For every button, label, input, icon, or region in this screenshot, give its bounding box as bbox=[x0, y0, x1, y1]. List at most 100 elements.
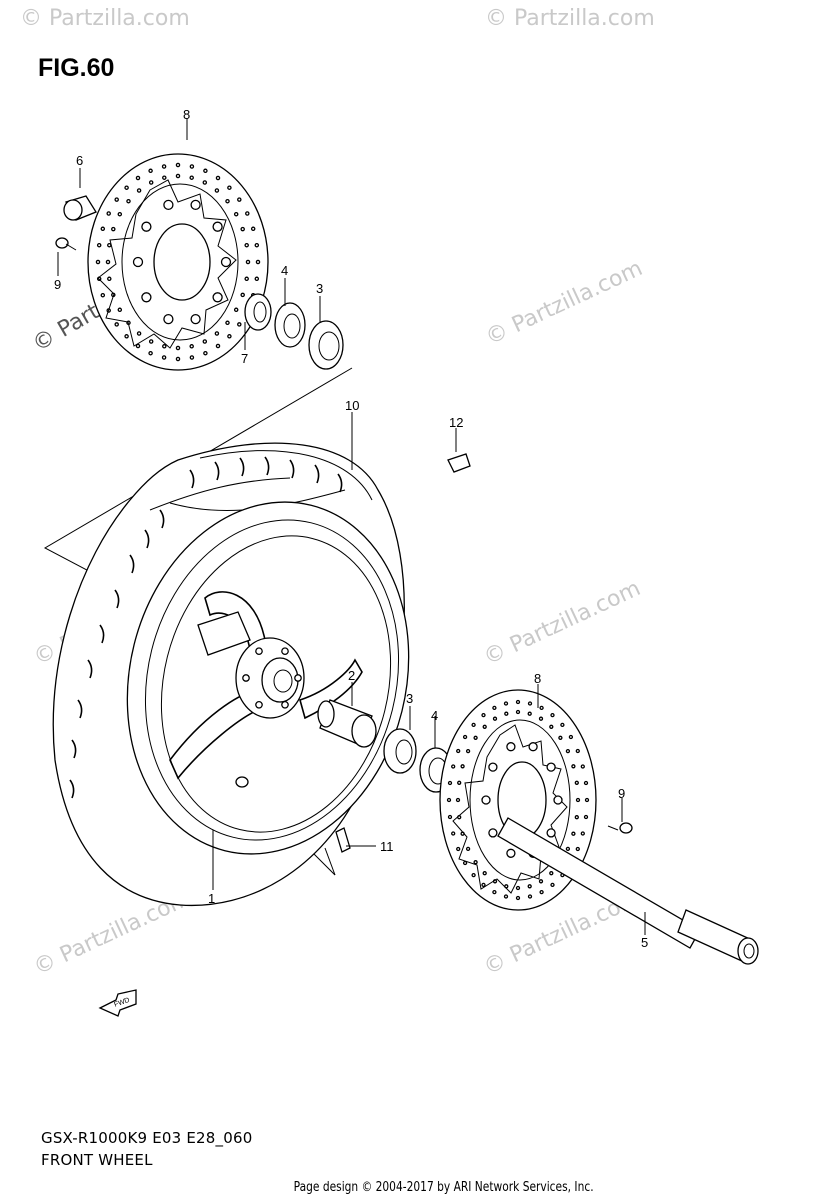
drill-hole bbox=[175, 356, 181, 362]
tire-tread-groove bbox=[71, 739, 77, 759]
brake-disc-upper bbox=[87, 153, 269, 371]
drill-hole bbox=[527, 884, 532, 889]
rotor-bolt bbox=[190, 199, 201, 211]
drill-hole bbox=[473, 735, 478, 740]
tire-tread-groove bbox=[289, 459, 295, 479]
drill-hole bbox=[447, 814, 453, 820]
drill-hole bbox=[215, 175, 221, 181]
drill-hole bbox=[538, 879, 544, 884]
drill-hole bbox=[189, 355, 195, 360]
drill-hole bbox=[162, 175, 167, 180]
drill-hole bbox=[571, 764, 576, 769]
drill-hole bbox=[539, 889, 544, 895]
drill-hole bbox=[240, 292, 245, 298]
drill-hole bbox=[117, 307, 123, 313]
drill-hole bbox=[100, 292, 106, 298]
drill-hole bbox=[227, 185, 232, 190]
hub-bolt bbox=[255, 647, 263, 656]
drill-hole bbox=[135, 343, 141, 349]
drill-hole bbox=[214, 331, 220, 336]
drill-hole bbox=[574, 815, 579, 820]
tire-tread-groove bbox=[77, 699, 83, 719]
drill-hole bbox=[550, 882, 555, 888]
drill-hole bbox=[538, 716, 544, 721]
drill-hole bbox=[575, 748, 580, 754]
front-axle bbox=[497, 817, 759, 965]
drill-hole bbox=[473, 860, 478, 865]
drill-hole bbox=[148, 168, 153, 174]
drill-hole bbox=[455, 797, 461, 803]
drill-hole bbox=[148, 180, 154, 185]
drill-hole bbox=[233, 211, 239, 217]
hub-bolt bbox=[281, 700, 289, 709]
tire-tread-groove bbox=[144, 529, 150, 549]
drill-hole bbox=[136, 188, 142, 193]
drill-hole bbox=[471, 872, 476, 878]
drill-hole bbox=[136, 331, 142, 336]
drill-hole bbox=[105, 259, 111, 265]
rotor-bolt bbox=[141, 292, 152, 303]
bearing-lower bbox=[383, 728, 453, 793]
drill-hole bbox=[202, 180, 208, 185]
drill-hole bbox=[515, 709, 521, 715]
callout-10: 10 bbox=[345, 398, 359, 413]
drill-hole bbox=[225, 320, 230, 326]
drill-hole bbox=[124, 334, 129, 339]
drill-hole bbox=[148, 350, 153, 356]
drill-hole bbox=[126, 198, 131, 204]
drill-hole bbox=[148, 339, 154, 344]
drill-hole bbox=[471, 722, 476, 728]
drill-hole bbox=[215, 343, 221, 349]
tire-tread-groove bbox=[69, 779, 75, 799]
drill-hole bbox=[162, 344, 167, 349]
drill-hole bbox=[255, 259, 261, 265]
drill-hole bbox=[175, 162, 181, 168]
drill-hole bbox=[575, 797, 581, 803]
drill-hole bbox=[237, 322, 242, 327]
drill-hole bbox=[237, 197, 242, 202]
drill-hole bbox=[527, 894, 533, 899]
drill-hole bbox=[446, 797, 452, 803]
callout-3-lower: 3 bbox=[406, 691, 413, 706]
hub-bolt bbox=[294, 674, 302, 682]
rotor-bolt bbox=[163, 199, 174, 211]
drill-hole bbox=[447, 780, 453, 786]
drill-hole bbox=[481, 882, 486, 888]
drill-hole bbox=[456, 846, 461, 852]
drill-hole bbox=[245, 259, 251, 265]
drill-hole bbox=[244, 276, 249, 282]
drill-hole bbox=[100, 226, 106, 232]
callout-leaders bbox=[57, 118, 646, 935]
tire-tread-groove bbox=[314, 464, 320, 484]
drill-hole bbox=[107, 276, 112, 282]
drill-hole bbox=[492, 705, 497, 711]
drill-hole bbox=[451, 764, 456, 769]
hub-bolt bbox=[281, 647, 289, 656]
drill-hole bbox=[111, 226, 116, 232]
rotor-bolt bbox=[141, 221, 152, 232]
drill-hole bbox=[457, 780, 462, 785]
drill-hole bbox=[482, 871, 487, 876]
drill-hole bbox=[571, 831, 576, 836]
figure-title: FIG.60 bbox=[38, 54, 115, 82]
drill-hole bbox=[233, 307, 239, 313]
drill-hole bbox=[114, 197, 119, 202]
watermark: © Partzilla.com bbox=[485, 6, 655, 31]
forward-direction-arrow: FWD bbox=[98, 989, 137, 1017]
callout-9-lower: 9 bbox=[618, 786, 625, 801]
callout-7: 7 bbox=[241, 351, 248, 366]
drill-hole bbox=[565, 748, 571, 754]
spacer-part-2 bbox=[317, 699, 377, 748]
drill-hole bbox=[254, 276, 260, 282]
drill-hole bbox=[558, 735, 563, 740]
drill-hole bbox=[575, 846, 580, 852]
rotor-bolt bbox=[506, 848, 516, 858]
tire-tread-groove bbox=[189, 469, 195, 489]
callout-5: 5 bbox=[641, 935, 648, 950]
copyright-footer: Page design © 2004-2017 by ARI Network S… bbox=[0, 1180, 829, 1195]
rotor-bolt bbox=[212, 221, 223, 232]
drill-hole bbox=[584, 797, 590, 803]
callout-6: 6 bbox=[76, 153, 83, 168]
drill-hole bbox=[203, 168, 208, 174]
